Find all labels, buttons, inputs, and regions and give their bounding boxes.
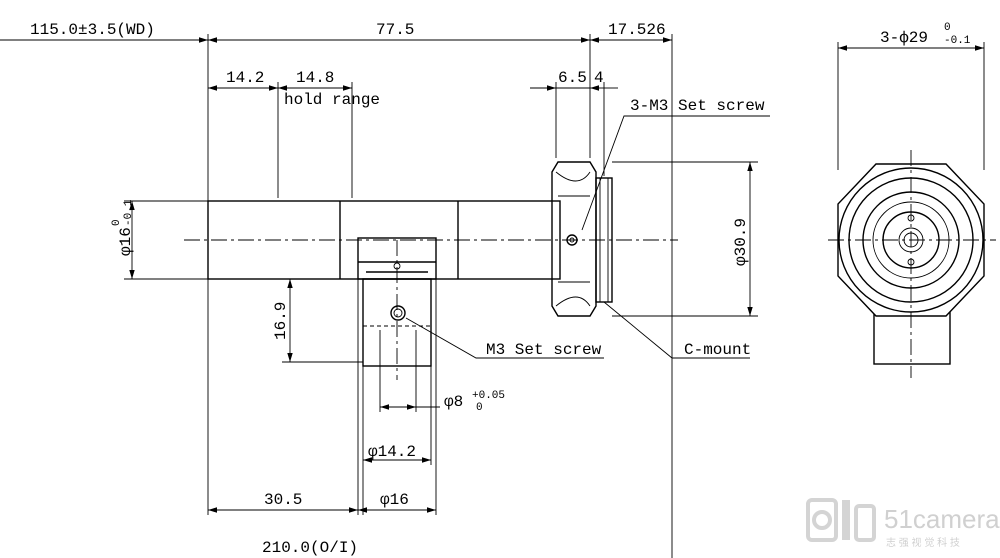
height-169-label: 16.9 [272, 302, 290, 340]
seg-142-label: 14.2 [226, 69, 264, 87]
tube-dia-tol-lower: -0.1 [123, 199, 135, 226]
mount-dia-3-tol-lower: -0.1 [944, 35, 971, 47]
set-screw-leader [581, 115, 770, 231]
c-mount-leader [603, 301, 750, 359]
hex-nut [551, 161, 597, 317]
mount-dia-label: φ30.9 [732, 218, 750, 266]
oi-length-label: 210.0(O/I) [262, 539, 358, 557]
dimension-lines [0, 34, 770, 558]
seg-148-label: 14.8 [296, 69, 334, 87]
watermark-logo: 51camera 志 强 视 觉 科 技 [806, 498, 1000, 549]
m3-set-screw-label: M3 Set screw [486, 341, 602, 359]
port-dia-8-tol-upper: +0.05 [472, 390, 505, 402]
wd-label: 115.0±3.5(WD) [30, 21, 155, 39]
mount-set-screw [566, 234, 578, 246]
m3-set-screw-hole [390, 305, 406, 321]
seg-65-label: 6.5 [558, 69, 587, 87]
length-77-label: 77.5 [376, 21, 414, 39]
offset-305-label: 30.5 [264, 491, 302, 509]
c-mount-label: C-mount [684, 341, 751, 359]
port-dia-142-label: φ14.2 [368, 443, 416, 461]
mount-dia-3-label: 3-ф29 [880, 29, 928, 47]
port-dia-16-label: φ16 [380, 491, 409, 509]
three-m3-set-screw-label: 3-M3 Set screw [630, 97, 765, 115]
length-17-label: 17.526 [608, 21, 666, 39]
mount-dia-3-tol-upper: 0 [944, 22, 951, 34]
seg-4-label: 4 [594, 69, 604, 87]
lens-body-side-view [184, 161, 678, 412]
port-dia-8-tol-lower: 0 [476, 402, 483, 414]
hold-range-label: hold range [284, 91, 380, 109]
tube-dia-label: φ16 [117, 227, 135, 256]
lens-end-view [828, 42, 996, 378]
watermark-tagline: 志 强 视 觉 科 技 [886, 536, 960, 549]
port-dia-8-label: φ8 [444, 393, 463, 411]
dimension-labels: 115.0±3.5(WD) 77.5 17.526 14.2 14.8 hold… [30, 21, 971, 557]
watermark-brand: 51camera [884, 504, 1000, 534]
m3-leader [405, 317, 604, 359]
tube-dia-tol-upper: 0 [111, 219, 123, 226]
